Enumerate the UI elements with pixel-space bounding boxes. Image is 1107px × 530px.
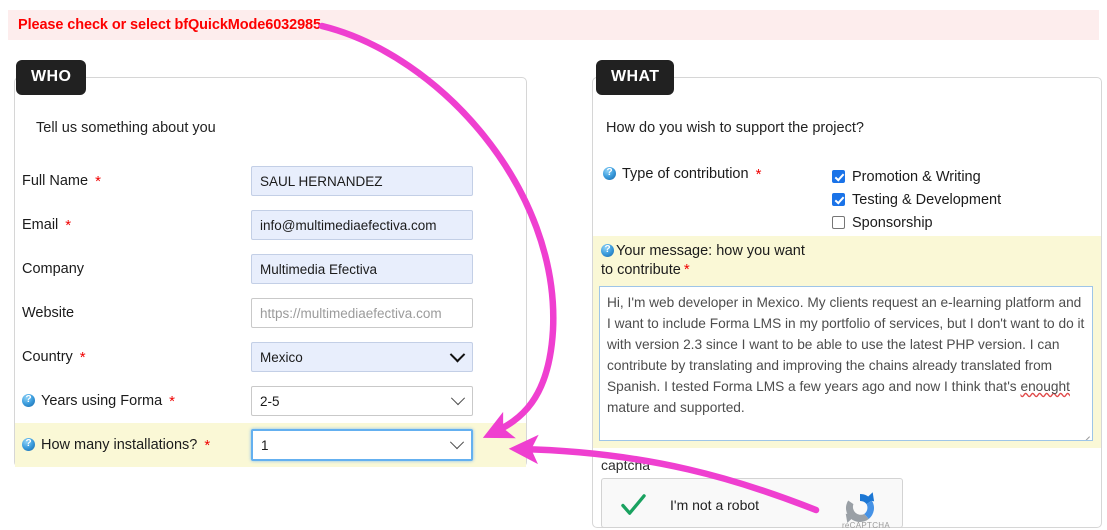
form-row-company: Company Multimedia Efectiva <box>15 247 526 291</box>
recaptcha-checkbox-label: I'm not a robot <box>670 497 760 513</box>
help-icon[interactable] <box>22 437 35 451</box>
checkbox-sponsorship[interactable] <box>832 216 845 229</box>
company-input[interactable]: Multimedia Efectiva <box>251 254 473 284</box>
installations-select[interactable]: 1 <box>251 429 473 461</box>
what-panel-intro: How do you wish to support the project? <box>606 120 864 136</box>
what-panel-badge: WHAT <box>596 60 675 95</box>
recaptcha-brand-text: reCAPTCHA <box>841 521 890 530</box>
label-email: Email* <box>22 216 72 234</box>
help-icon[interactable] <box>603 166 616 180</box>
label-years-using-forma: Years using Forma* <box>22 393 175 409</box>
checkbox-label: Sponsorship <box>852 214 933 231</box>
country-select[interactable]: Mexico <box>251 342 473 372</box>
label-full-name: Full Name* <box>22 172 101 190</box>
form-row-country: Country* Mexico <box>15 335 526 379</box>
installations-select-value: 1 <box>261 437 269 453</box>
label-type-of-contribution: Type of contribution* <box>603 166 761 182</box>
checkbox-label: Promotion & Writing <box>852 168 981 185</box>
required-marker: * <box>65 216 72 234</box>
checkmark-icon <box>621 494 646 515</box>
required-marker: * <box>204 436 211 454</box>
who-panel-intro: Tell us something about you <box>36 120 216 136</box>
chevron-down-icon <box>449 435 465 450</box>
label-website: Website <box>22 305 75 321</box>
recaptcha-logo-icon <box>845 492 875 523</box>
checkbox-row-promotion-writing[interactable]: Promotion & Writing <box>832 166 1001 187</box>
label-company: Company <box>22 261 85 277</box>
chevron-down-icon <box>450 391 466 406</box>
checkbox-testing-development[interactable] <box>832 193 845 206</box>
error-message: Please check or select bfQuickMode603298… <box>18 17 325 33</box>
years-using-forma-value: 2-5 <box>260 393 280 409</box>
checkbox-row-sponsorship[interactable]: Sponsorship <box>832 212 1001 233</box>
checkbox-promotion-writing[interactable] <box>832 170 845 183</box>
required-marker: * <box>169 392 176 410</box>
captcha-label: captcha <box>601 457 651 473</box>
required-marker: * <box>79 348 86 366</box>
message-textarea[interactable]: Hi, I'm web developer in Mexico. My clie… <box>599 286 1093 441</box>
recaptcha-widget[interactable]: I'm not a robot reCAPTCHA <box>601 478 903 530</box>
error-banner: Please check or select bfQuickMode603298… <box>8 10 1099 40</box>
required-marker: * <box>683 261 690 278</box>
message-text-before: Hi, I'm web developer in Mexico. My clie… <box>607 295 1085 394</box>
website-input[interactable]: https://multimediaefectiva.com <box>251 298 473 328</box>
years-using-forma-select[interactable]: 2-5 <box>251 386 473 416</box>
message-text-after: mature and supported. <box>607 400 745 415</box>
chevron-down-icon <box>449 346 466 362</box>
who-panel-badge: WHO <box>16 60 87 95</box>
required-marker: * <box>95 172 101 190</box>
form-row-website: Website https://multimediaefectiva.com <box>15 291 526 335</box>
checkbox-label: Testing & Development <box>852 191 1002 208</box>
required-marker: * <box>755 165 762 183</box>
form-row-installations: How many installations?* 1 <box>15 423 526 467</box>
label-installations: How many installations?* <box>22 437 210 453</box>
textarea-resize-handle[interactable] <box>1079 428 1090 440</box>
label-country: Country* <box>22 348 86 366</box>
form-row-full-name: Full Name* SAUL HERNANDEZ <box>15 159 526 203</box>
message-field-highlight: Your message: how you want to contribute… <box>593 236 1101 448</box>
help-icon[interactable] <box>22 393 35 407</box>
misspelled-word: enought <box>1020 379 1070 394</box>
label-your-message: Your message: how you want to contribute… <box>601 242 901 280</box>
form-row-email: Email* info@multimediaefectiva.com <box>15 203 526 247</box>
form-row-years-using-forma: Years using Forma* 2-5 <box>15 379 526 423</box>
help-icon[interactable] <box>601 243 614 257</box>
country-select-value: Mexico <box>260 349 303 365</box>
contribution-checkbox-group: Promotion & Writing Testing & Developmen… <box>832 166 1001 233</box>
full-name-input[interactable]: SAUL HERNANDEZ <box>251 166 473 196</box>
checkbox-row-testing-development[interactable]: Testing & Development <box>832 189 1001 210</box>
email-input[interactable]: info@multimediaefectiva.com <box>251 210 473 240</box>
